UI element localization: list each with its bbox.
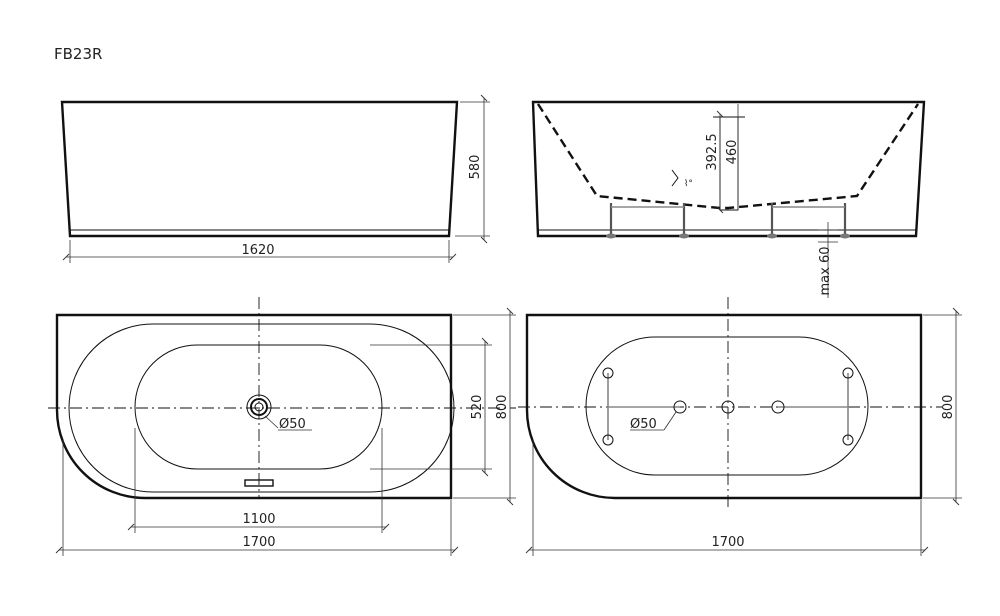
side-view-overflow-height-label: 460	[725, 140, 740, 165]
top-view-drain-label: Ø50	[279, 417, 306, 432]
front-view: 1620 580	[60, 94, 490, 263]
top-view-drain-leader	[264, 415, 279, 429]
side-view-drain-arrow-icon	[671, 169, 679, 187]
bottom-view-leg-foot-1	[602, 367, 614, 379]
bottom-view-leg-foot-4	[842, 434, 854, 446]
bottom-view-outer-width-label: 800	[941, 395, 956, 420]
top-view-outer-length-label: 1700	[242, 535, 275, 550]
top-view-rim-outline	[68, 323, 455, 493]
leg-foot-4	[840, 233, 850, 239]
top-view-tub-outline	[55, 313, 453, 500]
front-view-height-label: 580	[468, 155, 483, 180]
bottom-view-leg-foot-2	[602, 434, 614, 446]
leg-foot-1	[606, 233, 616, 239]
side-view-drain-symbol: ⌇°	[684, 178, 693, 189]
top-view-drain-inner	[250, 398, 268, 416]
bottom-view-outer-length-label: 1700	[711, 535, 744, 550]
top-view-inner-length-label: 1100	[242, 512, 275, 527]
bottom-view-leg-foot-3	[842, 367, 854, 379]
bottom-view-tub-outline	[525, 313, 923, 500]
side-view: ⌇° 392.5 460 max 60	[531, 100, 926, 298]
side-view-inner-basin-dashed	[536, 103, 920, 210]
top-view: Ø50 520 800 1100 1700	[48, 297, 516, 556]
top-view-overflow-plate	[244, 479, 274, 487]
side-view-tub-outline	[531, 100, 926, 238]
bottom-view-drain-center	[721, 400, 735, 414]
leg-foot-2	[679, 233, 689, 239]
front-view-length-label: 1620	[241, 243, 274, 258]
top-view-drain-outer	[246, 394, 272, 420]
side-view-leg-adjust-label: max 60	[818, 247, 833, 296]
model-title: FB23R	[54, 45, 102, 63]
bottom-view-drain-left	[673, 400, 687, 414]
bottom-view-drain-leader	[663, 411, 677, 431]
bottom-view: Ø50 800 1700	[518, 297, 962, 556]
top-view-drain-center	[254, 402, 264, 412]
side-view-legs	[606, 203, 850, 239]
bottom-view-drain-label: Ø50	[630, 417, 657, 432]
bottom-view-drain-right	[771, 400, 785, 414]
top-view-inner-width-label: 520	[470, 395, 485, 420]
top-view-basin-outline	[134, 344, 383, 470]
front-view-tub-outline	[60, 100, 459, 238]
side-view-drain-height-label: 392.5	[705, 133, 720, 170]
bottom-view-base-outline	[585, 336, 869, 476]
leg-foot-3	[767, 233, 777, 239]
top-view-outer-width-label: 800	[495, 395, 510, 420]
